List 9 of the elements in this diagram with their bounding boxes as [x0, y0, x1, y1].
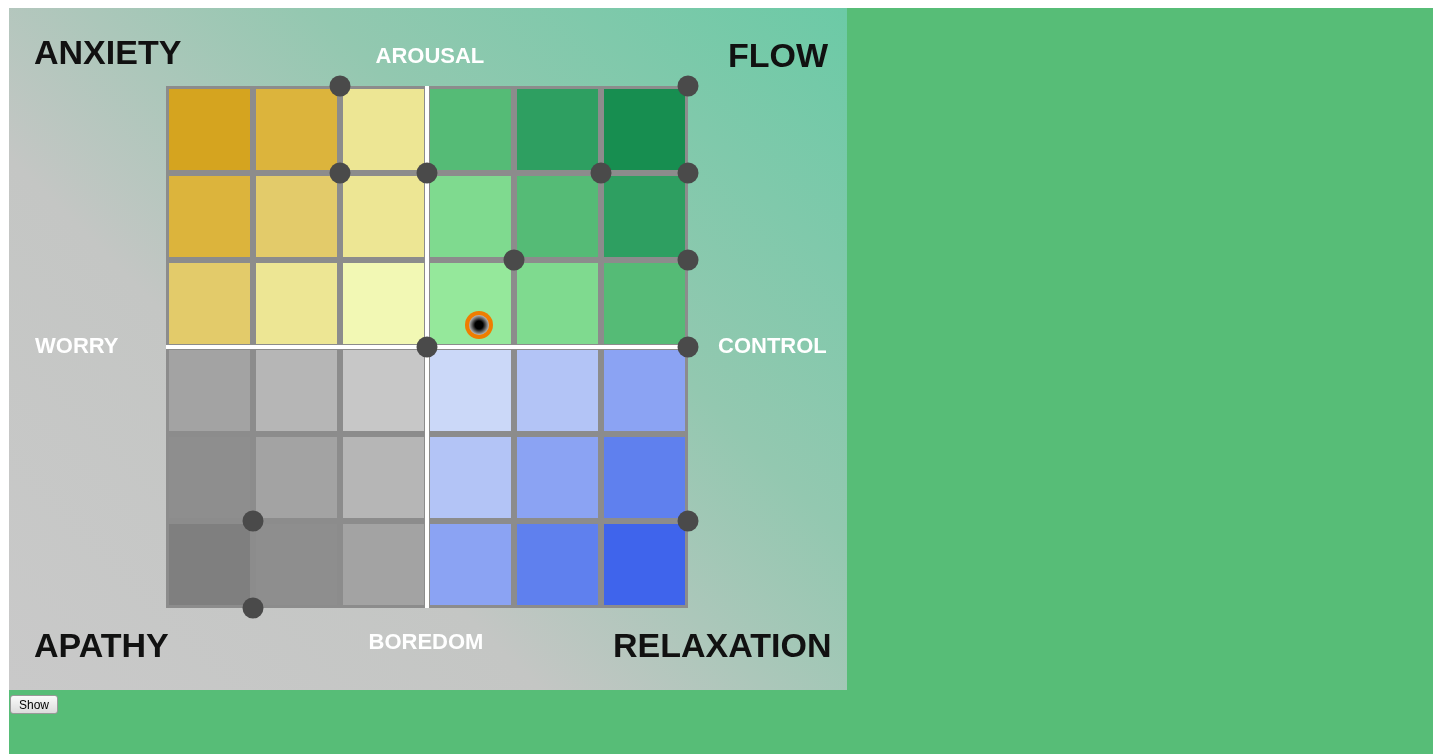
- quadrant-label: FLOW: [728, 38, 829, 72]
- quadrant-label: ANXIETY: [34, 35, 182, 69]
- show-button: Show: [10, 695, 59, 714]
- axis-label: WORRY: [35, 335, 119, 357]
- axis-label: BOREDOM: [368, 631, 484, 653]
- quadrant-label: APATHY: [34, 628, 169, 662]
- quadrant-label: RELAXATION: [613, 628, 832, 662]
- axis-label: AROUSAL: [375, 45, 485, 67]
- axis-label: CONTROL: [718, 335, 827, 357]
